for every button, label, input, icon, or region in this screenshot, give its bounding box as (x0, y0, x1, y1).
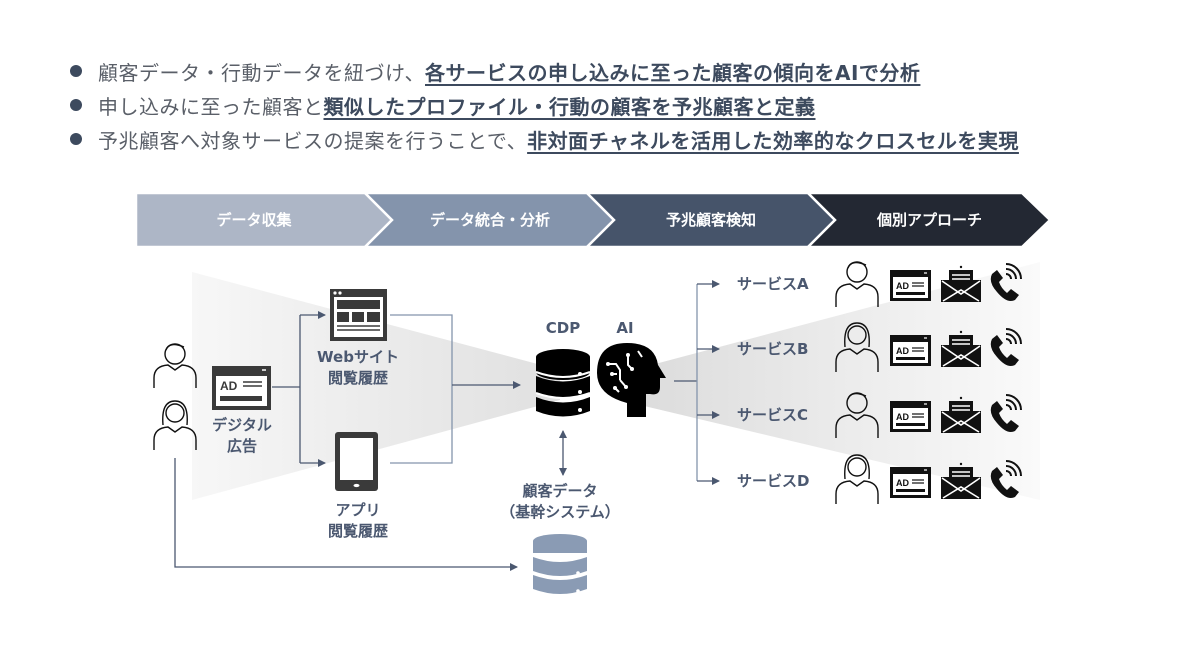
bullet-3-emphasis: 非対面チャネルを活用した効率的なクロスセルを実現 (527, 128, 1019, 153)
ad-badge-text: AD (896, 346, 909, 356)
bullet-3: 予兆顧客へ対象サービスの提案を行うことで、 非対面チャネルを活用した効率的なクロ… (70, 122, 1019, 156)
ad-channel-icon: AD (890, 467, 931, 498)
stage-chevrons (134, 191, 1052, 249)
male-person-icon (835, 261, 879, 307)
mail-envelope-icon (941, 265, 981, 302)
ad-channel-icon: AD (890, 401, 931, 432)
bullet-dot-icon (70, 99, 82, 111)
mail-envelope-icon (941, 330, 981, 367)
bullet-1-text: 顧客データ・行動データを紐づけ、 (98, 60, 425, 85)
website-icon (330, 289, 387, 341)
ad-badge-text: AD (896, 281, 909, 291)
phone-call-icon (990, 394, 1022, 432)
female-person-icon (153, 400, 197, 450)
phone-call-icon (990, 263, 1022, 301)
summary-bullets: 顧客データ・行動データを紐づけ、 各サービスの申し込みに至った顧客の傾向をAIで… (70, 54, 1019, 156)
stage-label-data-collection: データ収集 (216, 211, 292, 229)
digital-ad-icon: AD (212, 366, 271, 410)
ai-label: AI (616, 319, 634, 337)
service-channel-icons: AD AD AD AD (835, 261, 1022, 504)
bullet-1: 顧客データ・行動データを紐づけ、 各サービスの申し込みに至った顧客の傾向をAIで… (70, 54, 1019, 88)
male-person-icon (153, 343, 197, 388)
service-row-icons: AD (835, 322, 1022, 372)
core-data-label-line2: （基幹システム） (500, 503, 620, 521)
ad-badge-text: AD (896, 412, 909, 422)
stage-label-data-integration: データ統合・分析 (429, 211, 550, 229)
app-label: アプリ 閲覧履歴 (303, 500, 413, 542)
service-label-c: サービスC (737, 406, 809, 424)
funnel-beam-right (640, 262, 1040, 500)
funnel-beam-left (192, 272, 560, 500)
app-label-line1: アプリ (335, 501, 381, 519)
cdp-database-icon (535, 349, 591, 417)
male-person-icon (835, 392, 879, 438)
ad-channel-icon: AD (890, 335, 931, 366)
connectors-left (174, 311, 567, 571)
core-system-database-icon (533, 534, 587, 594)
digital-ad-label: デジタル 広告 (212, 416, 272, 455)
connectors-right (674, 280, 720, 485)
service-row-icons: AD (835, 454, 1022, 504)
website-label-line2: 閲覧履歴 (327, 369, 388, 387)
mail-envelope-icon (941, 396, 981, 433)
female-person-icon (835, 454, 879, 504)
service-label-d: サービスD (737, 472, 810, 490)
service-label-a: サービスA (737, 275, 809, 293)
core-data-label: 顧客データ （基幹システム） (490, 481, 630, 523)
ad-channel-icon: AD (890, 270, 931, 301)
bullet-2-emphasis: 類似したプロファイル・行動の顧客を予兆顧客と定義 (323, 94, 816, 119)
cdp-label: CDP (545, 319, 581, 337)
tablet-app-icon (335, 432, 378, 491)
svg-text:AD: AD (220, 379, 238, 393)
mail-envelope-icon (941, 462, 981, 499)
phone-call-icon (990, 460, 1022, 498)
bullet-dot-icon (70, 133, 82, 145)
app-label-line2: 閲覧履歴 (327, 522, 388, 540)
core-data-label-line1: 顧客データ (522, 482, 598, 500)
ai-brain-head-icon (597, 343, 666, 417)
stage-chevron-4 (804, 191, 1052, 249)
service-row-icons: AD (835, 392, 1022, 438)
bullet-1-emphasis: 各サービスの申し込みに至った顧客の傾向をAIで分析 (425, 60, 921, 85)
bullet-2-text: 申し込みに至った顧客と (98, 94, 324, 119)
service-row-icons: AD (835, 261, 1022, 307)
bullet-2: 申し込みに至った顧客と 類似したプロファイル・行動の顧客を予兆顧客と定義 (70, 88, 1019, 122)
bullet-3-text: 予兆顧客へ対象サービスの提案を行うことで、 (98, 128, 528, 153)
website-label: Webサイト 閲覧履歴 (303, 347, 413, 389)
service-label-b: サービスB (737, 340, 809, 358)
female-person-icon (835, 322, 879, 372)
website-label-line1: Webサイト (317, 348, 399, 366)
phone-call-icon (990, 328, 1022, 366)
ad-badge-text: AD (896, 478, 909, 488)
stage-label-prediction: 予兆顧客検知 (665, 211, 756, 229)
bullet-dot-icon (70, 65, 82, 77)
stage-label-approach: 個別アプローチ (876, 211, 982, 229)
